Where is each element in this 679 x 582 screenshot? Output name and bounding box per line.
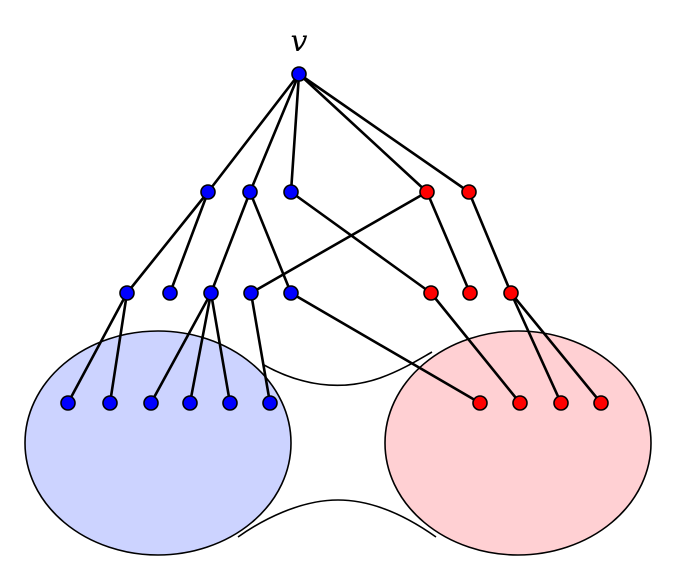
node-c2 bbox=[162, 285, 178, 301]
node-d1 bbox=[423, 285, 439, 301]
node-r1 bbox=[419, 184, 435, 200]
node-c4 bbox=[243, 285, 259, 301]
edge-b3-d1 bbox=[289, 190, 433, 295]
edge-v-r1 bbox=[297, 72, 429, 194]
red-region bbox=[384, 330, 652, 556]
node-l3 bbox=[143, 395, 159, 411]
edge-d3-m4 bbox=[509, 291, 603, 405]
node-l2 bbox=[102, 395, 118, 411]
edge-r1-d2 bbox=[425, 190, 472, 295]
edge-v-b2 bbox=[248, 72, 301, 194]
node-v bbox=[291, 66, 307, 82]
node-m1 bbox=[472, 395, 488, 411]
node-c5 bbox=[283, 285, 299, 301]
edge-v-b3 bbox=[289, 72, 301, 194]
node-r2 bbox=[461, 184, 477, 200]
edge-v-b1 bbox=[206, 72, 301, 194]
blue-region bbox=[24, 330, 292, 556]
node-c1 bbox=[119, 285, 135, 301]
edge-b2-c5 bbox=[248, 190, 293, 295]
bridges-layer bbox=[237, 351, 437, 538]
nodes-layer bbox=[60, 66, 609, 411]
edge-b1-c1 bbox=[125, 190, 210, 295]
edge-r2-d3 bbox=[467, 190, 513, 295]
node-l1 bbox=[60, 395, 76, 411]
edges-layer bbox=[66, 72, 603, 405]
node-d2 bbox=[462, 285, 478, 301]
edge-r1-c4 bbox=[249, 190, 429, 295]
node-b1 bbox=[200, 184, 216, 200]
lower-bridge-curve bbox=[237, 499, 437, 538]
node-l5 bbox=[222, 395, 238, 411]
edge-c1-l2 bbox=[108, 291, 129, 405]
root-label: v bbox=[291, 24, 308, 59]
node-l6 bbox=[262, 395, 278, 411]
edge-v-r2 bbox=[297, 72, 471, 194]
node-m3 bbox=[553, 395, 569, 411]
node-m4 bbox=[593, 395, 609, 411]
regions-layer bbox=[24, 330, 652, 556]
edge-c3-l3 bbox=[149, 291, 213, 405]
edge-b2-c3 bbox=[209, 190, 252, 295]
node-b3 bbox=[283, 184, 299, 200]
edge-c4-l6 bbox=[249, 291, 272, 405]
edge-b1-c2 bbox=[168, 190, 210, 295]
node-m2 bbox=[512, 395, 528, 411]
edge-d3-m3 bbox=[509, 291, 563, 405]
edge-c1-l1 bbox=[66, 291, 129, 405]
edge-d1-m2 bbox=[429, 291, 522, 405]
node-l4 bbox=[182, 395, 198, 411]
edge-c3-l4 bbox=[188, 291, 213, 405]
node-c3 bbox=[203, 285, 219, 301]
upper-bridge-curve bbox=[263, 351, 433, 387]
edge-c3-l5 bbox=[209, 291, 232, 405]
edge-c5-m1 bbox=[289, 291, 482, 405]
node-b2 bbox=[242, 184, 258, 200]
node-d3 bbox=[503, 285, 519, 301]
